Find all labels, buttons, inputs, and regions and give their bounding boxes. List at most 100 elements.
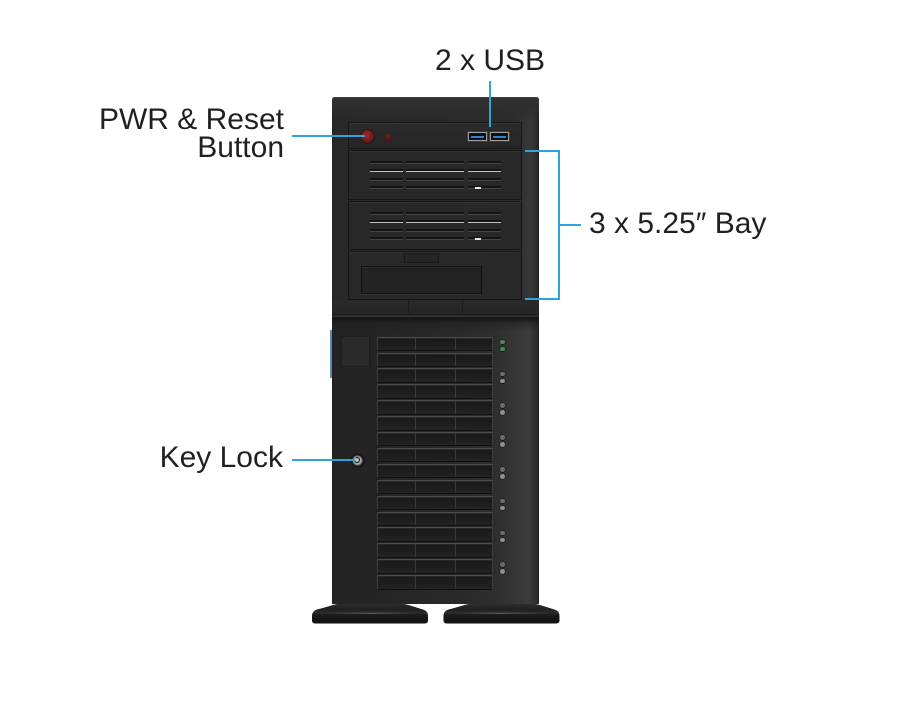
vent-slot <box>405 169 465 173</box>
tray-vent-row <box>377 527 493 542</box>
tray-status-led <box>500 498 505 504</box>
tray-divider <box>455 576 456 589</box>
hot-swap-tray <box>377 527 509 558</box>
foot-left-sheen <box>322 612 418 614</box>
hot-swap-tray <box>377 336 509 368</box>
usb-label: 2 x USB <box>434 44 546 77</box>
vent-slot <box>370 212 403 215</box>
chassis-top-cap <box>332 97 539 121</box>
usb-port-tongue <box>471 135 484 138</box>
hot-swap-tray <box>377 432 509 463</box>
tray-vent-row <box>377 368 493 383</box>
power-reset-callout-line <box>292 135 365 137</box>
vent-slot <box>405 220 465 224</box>
vent-slot <box>405 228 465 232</box>
power-reset-label-line: PWR & Reset <box>98 103 284 136</box>
bracket-bottom <box>525 298 560 300</box>
tray-divider <box>415 337 416 351</box>
bezel-top-shadow <box>332 317 539 331</box>
reset-button <box>384 133 392 141</box>
tray-divider <box>415 480 416 494</box>
optical-bays-label: 3 x 5.25″ Bay <box>589 207 767 240</box>
vent-slot <box>467 237 501 241</box>
tray-divider <box>455 480 456 494</box>
usb-port-tongue <box>493 135 506 138</box>
chassis-upper-section <box>332 97 539 317</box>
tray-divider <box>455 401 456 414</box>
optical-bay-2 <box>348 201 522 250</box>
tray-vent-row <box>377 495 493 511</box>
tray-vent-row <box>377 575 493 590</box>
vent-slot <box>405 186 465 190</box>
tray-divider <box>455 353 456 366</box>
tray-vent-row <box>377 463 493 479</box>
tray-vent-row <box>377 543 493 558</box>
tray-status-led <box>500 346 505 352</box>
optical-bay-3 <box>348 251 522 300</box>
tray-status-led <box>500 403 505 408</box>
tray-status-led <box>500 562 505 567</box>
tray-vent-row <box>377 432 493 447</box>
key-lock-label: Key Lock <box>159 441 283 474</box>
tray-vent-row <box>377 511 493 526</box>
tray-status-led <box>500 474 505 479</box>
usb-port-1 <box>468 132 487 141</box>
vent-slot <box>405 237 465 241</box>
tray-divider <box>455 464 456 478</box>
tray-status-led <box>500 569 505 574</box>
bracket-top <box>525 150 560 152</box>
tray-status-led <box>500 339 505 345</box>
foot-left <box>312 603 428 624</box>
hot-swap-tray <box>377 463 509 495</box>
hot-swap-tray <box>377 368 509 399</box>
tray-divider <box>415 353 416 366</box>
hot-swap-tray <box>377 400 509 431</box>
vent-slot <box>467 228 501 232</box>
bracket-tick <box>558 224 581 226</box>
vent-slot <box>467 220 501 224</box>
usb-port-2 <box>490 132 509 141</box>
tray-divider <box>415 512 416 525</box>
trim-divider <box>462 300 463 314</box>
vent-slot <box>467 177 501 181</box>
tray-divider <box>415 385 416 398</box>
tray-vent-row <box>377 479 493 495</box>
hot-swap-tray <box>377 559 509 590</box>
key-lock-callout-line <box>292 459 355 461</box>
tray-status-led <box>500 537 505 543</box>
tray-status-led <box>500 505 505 511</box>
tray-divider <box>455 337 456 351</box>
usb-callout-line <box>489 81 491 127</box>
chassis-side-accent <box>330 330 332 378</box>
tray-vent-row <box>377 447 493 463</box>
tray-divider <box>415 464 416 478</box>
power-reset-label: PWR & Reset Button <box>0 103 284 163</box>
bezel-badge-recess <box>341 336 370 367</box>
tray-vent-row <box>377 384 493 399</box>
tray-vent-row <box>377 416 493 431</box>
tray-divider <box>455 528 456 541</box>
hot-swap-drive-cage <box>377 336 509 593</box>
vent-slot <box>467 169 501 173</box>
vent-slot <box>405 177 465 181</box>
bay-cover-recess <box>361 266 482 294</box>
vent-slot <box>370 228 403 232</box>
upper-trim <box>332 300 539 314</box>
tray-vent-row <box>377 336 493 352</box>
hot-swap-tray <box>377 495 509 527</box>
vent-slot <box>370 169 403 173</box>
tray-status-led <box>500 410 505 415</box>
tray-divider <box>415 560 416 573</box>
tray-divider <box>415 448 416 462</box>
tray-status-led <box>500 467 505 472</box>
tray-vent-row <box>377 400 493 415</box>
tray-divider <box>415 576 416 589</box>
tray-divider <box>455 448 456 462</box>
tray-status-led <box>500 378 505 384</box>
vent-slot <box>370 186 403 190</box>
tray-divider <box>455 417 456 430</box>
vent-slot <box>405 212 465 215</box>
front-io-panel <box>348 122 522 149</box>
tray-divider <box>455 496 456 510</box>
